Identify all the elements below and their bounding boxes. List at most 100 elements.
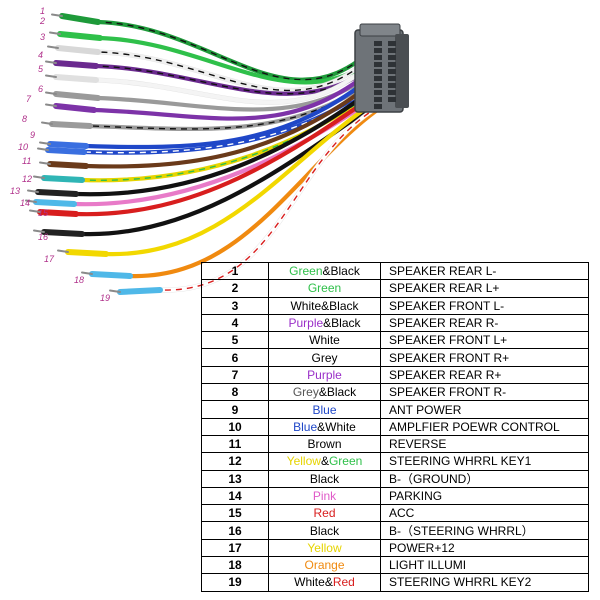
pin-number-cell: 5 (201, 331, 269, 350)
function-cell: AMPLFIER POEWR CONTROL (380, 417, 589, 436)
connector-slot-4 (388, 48, 396, 53)
wire-4-terminal (53, 60, 99, 69)
wire-8-stripe (89, 64, 393, 130)
wire-7-pin (45, 103, 57, 107)
wire-8-terminal (49, 121, 93, 129)
pin-label-13: 13 (10, 186, 20, 196)
wire-color-text: Black (309, 471, 340, 486)
function-cell: STEERING WHRRL KEY2 (380, 573, 589, 592)
wire-16-pin (33, 229, 45, 233)
pin-number-cell: 2 (201, 279, 269, 298)
connector-slot-17 (374, 97, 382, 102)
wire-bundle (25, 13, 395, 295)
pin-number-cell: 4 (201, 313, 269, 333)
connector-slot-13 (374, 83, 382, 88)
pin-number-cell: 3 (201, 296, 269, 315)
pin-label-18: 18 (74, 275, 84, 285)
pin-label-14: 14 (20, 198, 30, 208)
pin-number-cell: 18 (201, 556, 269, 575)
wire-12-pin (33, 175, 45, 179)
connector-slot-3 (374, 48, 382, 53)
pin-label-7: 7 (26, 94, 32, 104)
connector-slot-2 (388, 41, 396, 46)
wire-color-text: White& (294, 575, 333, 590)
wire-18-terminal (89, 271, 133, 279)
pin-label-15: 15 (38, 208, 49, 218)
wire-color-cell: Pink (268, 486, 381, 506)
pin-number-cell: 8 (201, 383, 269, 402)
wire-16-terminal (41, 229, 85, 237)
function-cell: REVERSE (380, 434, 589, 454)
connector-slot-9 (374, 69, 382, 74)
pin-label-17: 17 (44, 254, 55, 264)
wire-14-terminal (33, 199, 77, 207)
pin-label-1: 1 (40, 6, 45, 16)
pin-number-cell: 13 (201, 469, 269, 488)
wire-10-stripe (83, 71, 393, 154)
wire-color-cell: Purple (268, 365, 381, 385)
wire-2-pin (49, 31, 61, 35)
pin-number-cell: 9 (201, 400, 269, 419)
connector-side (395, 34, 409, 108)
wire-color-text: Red (313, 506, 336, 521)
wire-11 (83, 76, 381, 169)
connector-slot-15 (374, 90, 382, 95)
pin-label-16: 16 (38, 232, 48, 242)
wire-7 (91, 62, 381, 121)
wire-color-text: Brown (307, 437, 342, 452)
wire-5-terminal (53, 74, 99, 83)
connector-slot-1 (374, 41, 382, 46)
wire-11-pin (39, 161, 51, 165)
wire-18 (127, 97, 395, 279)
wire-3-pin (47, 45, 59, 49)
wire-7-terminal (53, 103, 97, 113)
wire-color-text: Green (307, 281, 342, 296)
wire-9-terminal (47, 141, 89, 149)
connector-slot-12 (388, 76, 396, 81)
wire-17-terminal (65, 249, 109, 257)
wire-color-text: Purple (288, 316, 324, 331)
wire-color-cell: Brown (268, 434, 381, 454)
wire-color-cell: White (268, 331, 381, 350)
pin-number-cell: 12 (201, 452, 269, 471)
wire-1-stripe (97, 21, 379, 81)
wire-color-cell: Blue (268, 400, 381, 419)
wire-18-pin (81, 271, 93, 275)
pin-number-cell: 16 (201, 521, 269, 540)
wire-color-text: Green (328, 454, 363, 469)
wire-color-text: &Black (323, 316, 361, 331)
wire-6-pin (45, 91, 57, 95)
wire-17-pin (57, 249, 69, 253)
wire-color-cell: Grey (268, 348, 381, 367)
wire-color-text: Grey (292, 385, 319, 400)
wire-13-pin (27, 189, 39, 193)
pin-label-11: 11 (22, 156, 31, 166)
connector-slot-14 (388, 83, 396, 88)
function-cell: B-（STEERING WHRRL） (380, 521, 589, 540)
wire-11-terminal (47, 161, 89, 169)
wire-color-cell: Blue&White (268, 417, 381, 436)
function-cell: SPEAKER FRONT L- (380, 296, 589, 315)
wire-color-cell: White&Red (268, 573, 381, 592)
pin-number-cell: 15 (201, 504, 269, 523)
wire-13-terminal (35, 189, 79, 197)
wire-color-text: Purple (307, 367, 342, 382)
wire-color-cell: Black (268, 521, 381, 540)
wire-1-terminal (59, 13, 101, 25)
wire-color-text: Blue (293, 419, 318, 434)
connector-slot-10 (388, 69, 396, 74)
pin-label-4: 4 (38, 50, 43, 60)
wire-color-text: &Black (322, 264, 360, 279)
